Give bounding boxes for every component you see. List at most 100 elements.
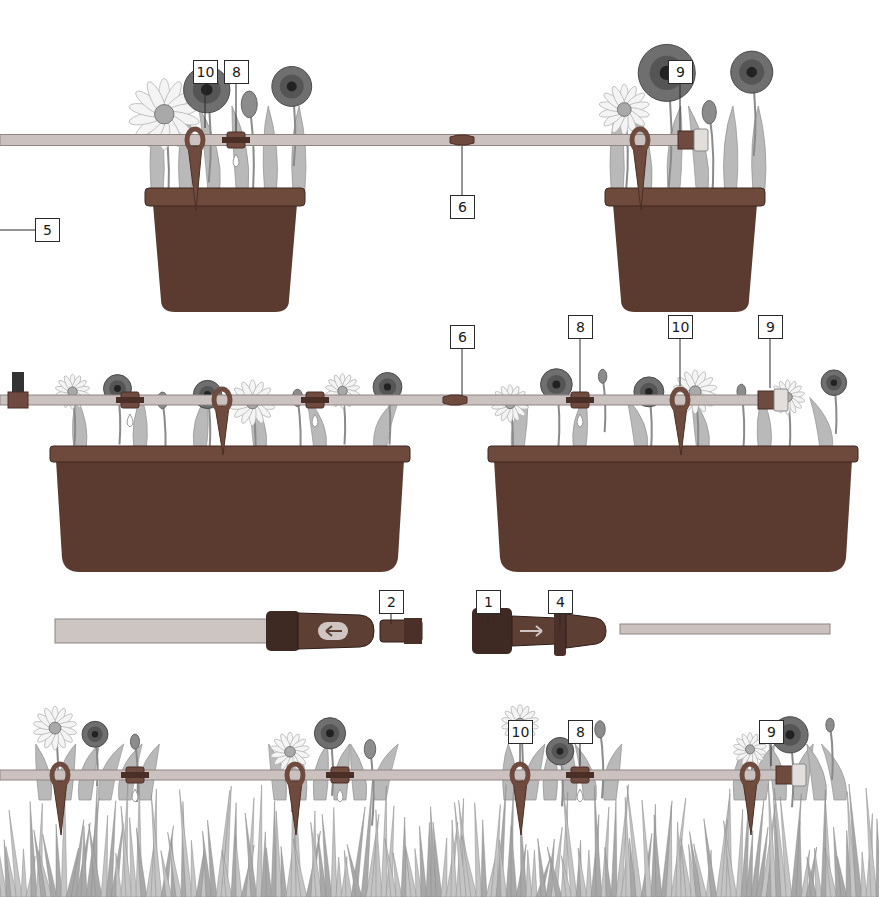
callout-number: 6 bbox=[450, 325, 475, 349]
grass-blade bbox=[451, 820, 457, 897]
tube-holder bbox=[287, 764, 303, 835]
holder-ring bbox=[672, 389, 688, 411]
leaf bbox=[263, 106, 277, 190]
water-drop bbox=[132, 789, 138, 802]
grass-blade bbox=[642, 800, 652, 897]
grass-blade bbox=[499, 840, 507, 897]
callout-number: 10 bbox=[508, 720, 533, 744]
tube-holder bbox=[214, 389, 230, 455]
daisy-center bbox=[745, 745, 754, 754]
holder-ring bbox=[632, 129, 648, 151]
flower bbox=[638, 44, 695, 187]
callout-number: 9 bbox=[668, 60, 693, 84]
grass-blade bbox=[526, 850, 532, 897]
poppy-inner bbox=[87, 726, 103, 742]
grass-blade bbox=[475, 803, 482, 897]
holder-ring bbox=[187, 129, 203, 151]
planter-rim bbox=[50, 446, 410, 462]
dripper bbox=[326, 767, 354, 802]
flower bbox=[770, 380, 805, 451]
grass-blade bbox=[235, 836, 242, 897]
leader-line bbox=[205, 84, 206, 128]
leader-line bbox=[236, 84, 237, 132]
grass-blade bbox=[180, 789, 192, 897]
holder-spike bbox=[633, 146, 647, 210]
dripper bbox=[121, 767, 149, 802]
tulip-bud bbox=[702, 100, 716, 123]
holder-spike bbox=[513, 781, 527, 835]
flower bbox=[325, 373, 360, 444]
poppy-center bbox=[384, 383, 391, 390]
grass-blade bbox=[694, 844, 707, 897]
holder-ring bbox=[512, 764, 528, 786]
grass-blade bbox=[89, 824, 102, 897]
daisy-center bbox=[155, 105, 174, 124]
flower bbox=[540, 369, 572, 448]
reducer-arrow bbox=[520, 626, 542, 636]
coupling-row bbox=[55, 606, 830, 656]
poppy-inner bbox=[826, 375, 841, 390]
end-cap-plug bbox=[694, 129, 708, 151]
flower bbox=[33, 706, 77, 796]
poppy-head bbox=[821, 370, 847, 396]
poppy-center bbox=[557, 748, 564, 755]
leader-line bbox=[680, 84, 681, 132]
holder-spike bbox=[188, 146, 202, 210]
flower bbox=[55, 374, 90, 445]
tube-connector bbox=[450, 135, 474, 145]
poppy-inner bbox=[739, 60, 764, 85]
grass-blade bbox=[130, 817, 137, 897]
leaf bbox=[810, 398, 833, 451]
poppy-center bbox=[785, 730, 794, 739]
flower bbox=[272, 67, 312, 167]
grass-blade bbox=[245, 813, 257, 897]
grass-blade bbox=[814, 848, 822, 897]
flower-stem bbox=[600, 729, 603, 798]
pot-rim bbox=[145, 188, 305, 206]
leader-line bbox=[680, 339, 681, 386]
poppy-inner bbox=[552, 743, 569, 760]
poppy-center bbox=[645, 388, 652, 395]
grass-blade bbox=[481, 820, 487, 897]
poppy-inner bbox=[547, 375, 566, 394]
callout-number: 10 bbox=[193, 60, 218, 84]
grass-blade bbox=[111, 824, 123, 897]
holder-ring bbox=[287, 764, 303, 786]
coupler-window bbox=[318, 622, 348, 640]
dripper bbox=[116, 392, 144, 427]
pot-rim bbox=[605, 188, 765, 206]
dripper bbox=[222, 132, 250, 167]
grass-blade bbox=[736, 809, 743, 897]
daisy-center bbox=[338, 386, 347, 395]
planter-body bbox=[494, 460, 852, 572]
grass-blade bbox=[605, 847, 612, 897]
planter-rim bbox=[488, 446, 858, 462]
drip-tube bbox=[0, 135, 700, 146]
grass-blade bbox=[866, 788, 877, 897]
drip-tube bbox=[0, 395, 770, 405]
end-cap-plug bbox=[792, 764, 806, 786]
dripper bbox=[566, 392, 594, 427]
grass-blade bbox=[586, 850, 592, 897]
callout-number: 8 bbox=[224, 60, 249, 84]
end-cap bbox=[758, 389, 788, 411]
grass-blade bbox=[562, 782, 577, 897]
grass-blade bbox=[661, 801, 672, 897]
flower bbox=[634, 377, 664, 452]
poppy-inner bbox=[379, 378, 396, 395]
tap-valve bbox=[12, 372, 24, 392]
leaf bbox=[292, 106, 306, 190]
flower bbox=[821, 370, 847, 434]
grass-blade bbox=[256, 785, 262, 897]
poppy-center bbox=[114, 385, 121, 392]
grass-blade bbox=[594, 786, 602, 897]
holder-ring bbox=[52, 764, 68, 786]
flower bbox=[595, 721, 605, 799]
hose-coupler-nut bbox=[266, 611, 300, 651]
daisy-center bbox=[617, 103, 631, 117]
water-drop bbox=[233, 154, 239, 167]
poppy-head bbox=[314, 718, 345, 749]
flower bbox=[737, 384, 746, 450]
grass-blade bbox=[281, 846, 287, 897]
